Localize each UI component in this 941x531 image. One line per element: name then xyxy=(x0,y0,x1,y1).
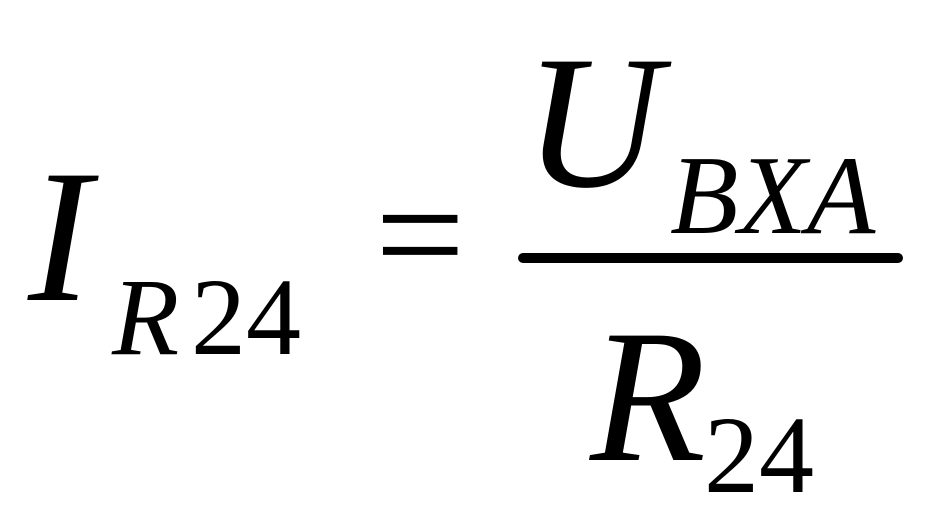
equals-sign: = xyxy=(375,145,466,323)
current-subscript-letter: R xyxy=(112,256,180,378)
resistance-subscript: 24 xyxy=(704,394,814,516)
resistance-symbol: R xyxy=(590,292,707,502)
voltage-subscript: BXA xyxy=(670,134,876,258)
fraction-bar xyxy=(518,253,903,263)
current-symbol: I xyxy=(28,132,92,342)
current-subscript-number: 24 xyxy=(191,256,301,378)
voltage-symbol: U xyxy=(524,18,662,228)
